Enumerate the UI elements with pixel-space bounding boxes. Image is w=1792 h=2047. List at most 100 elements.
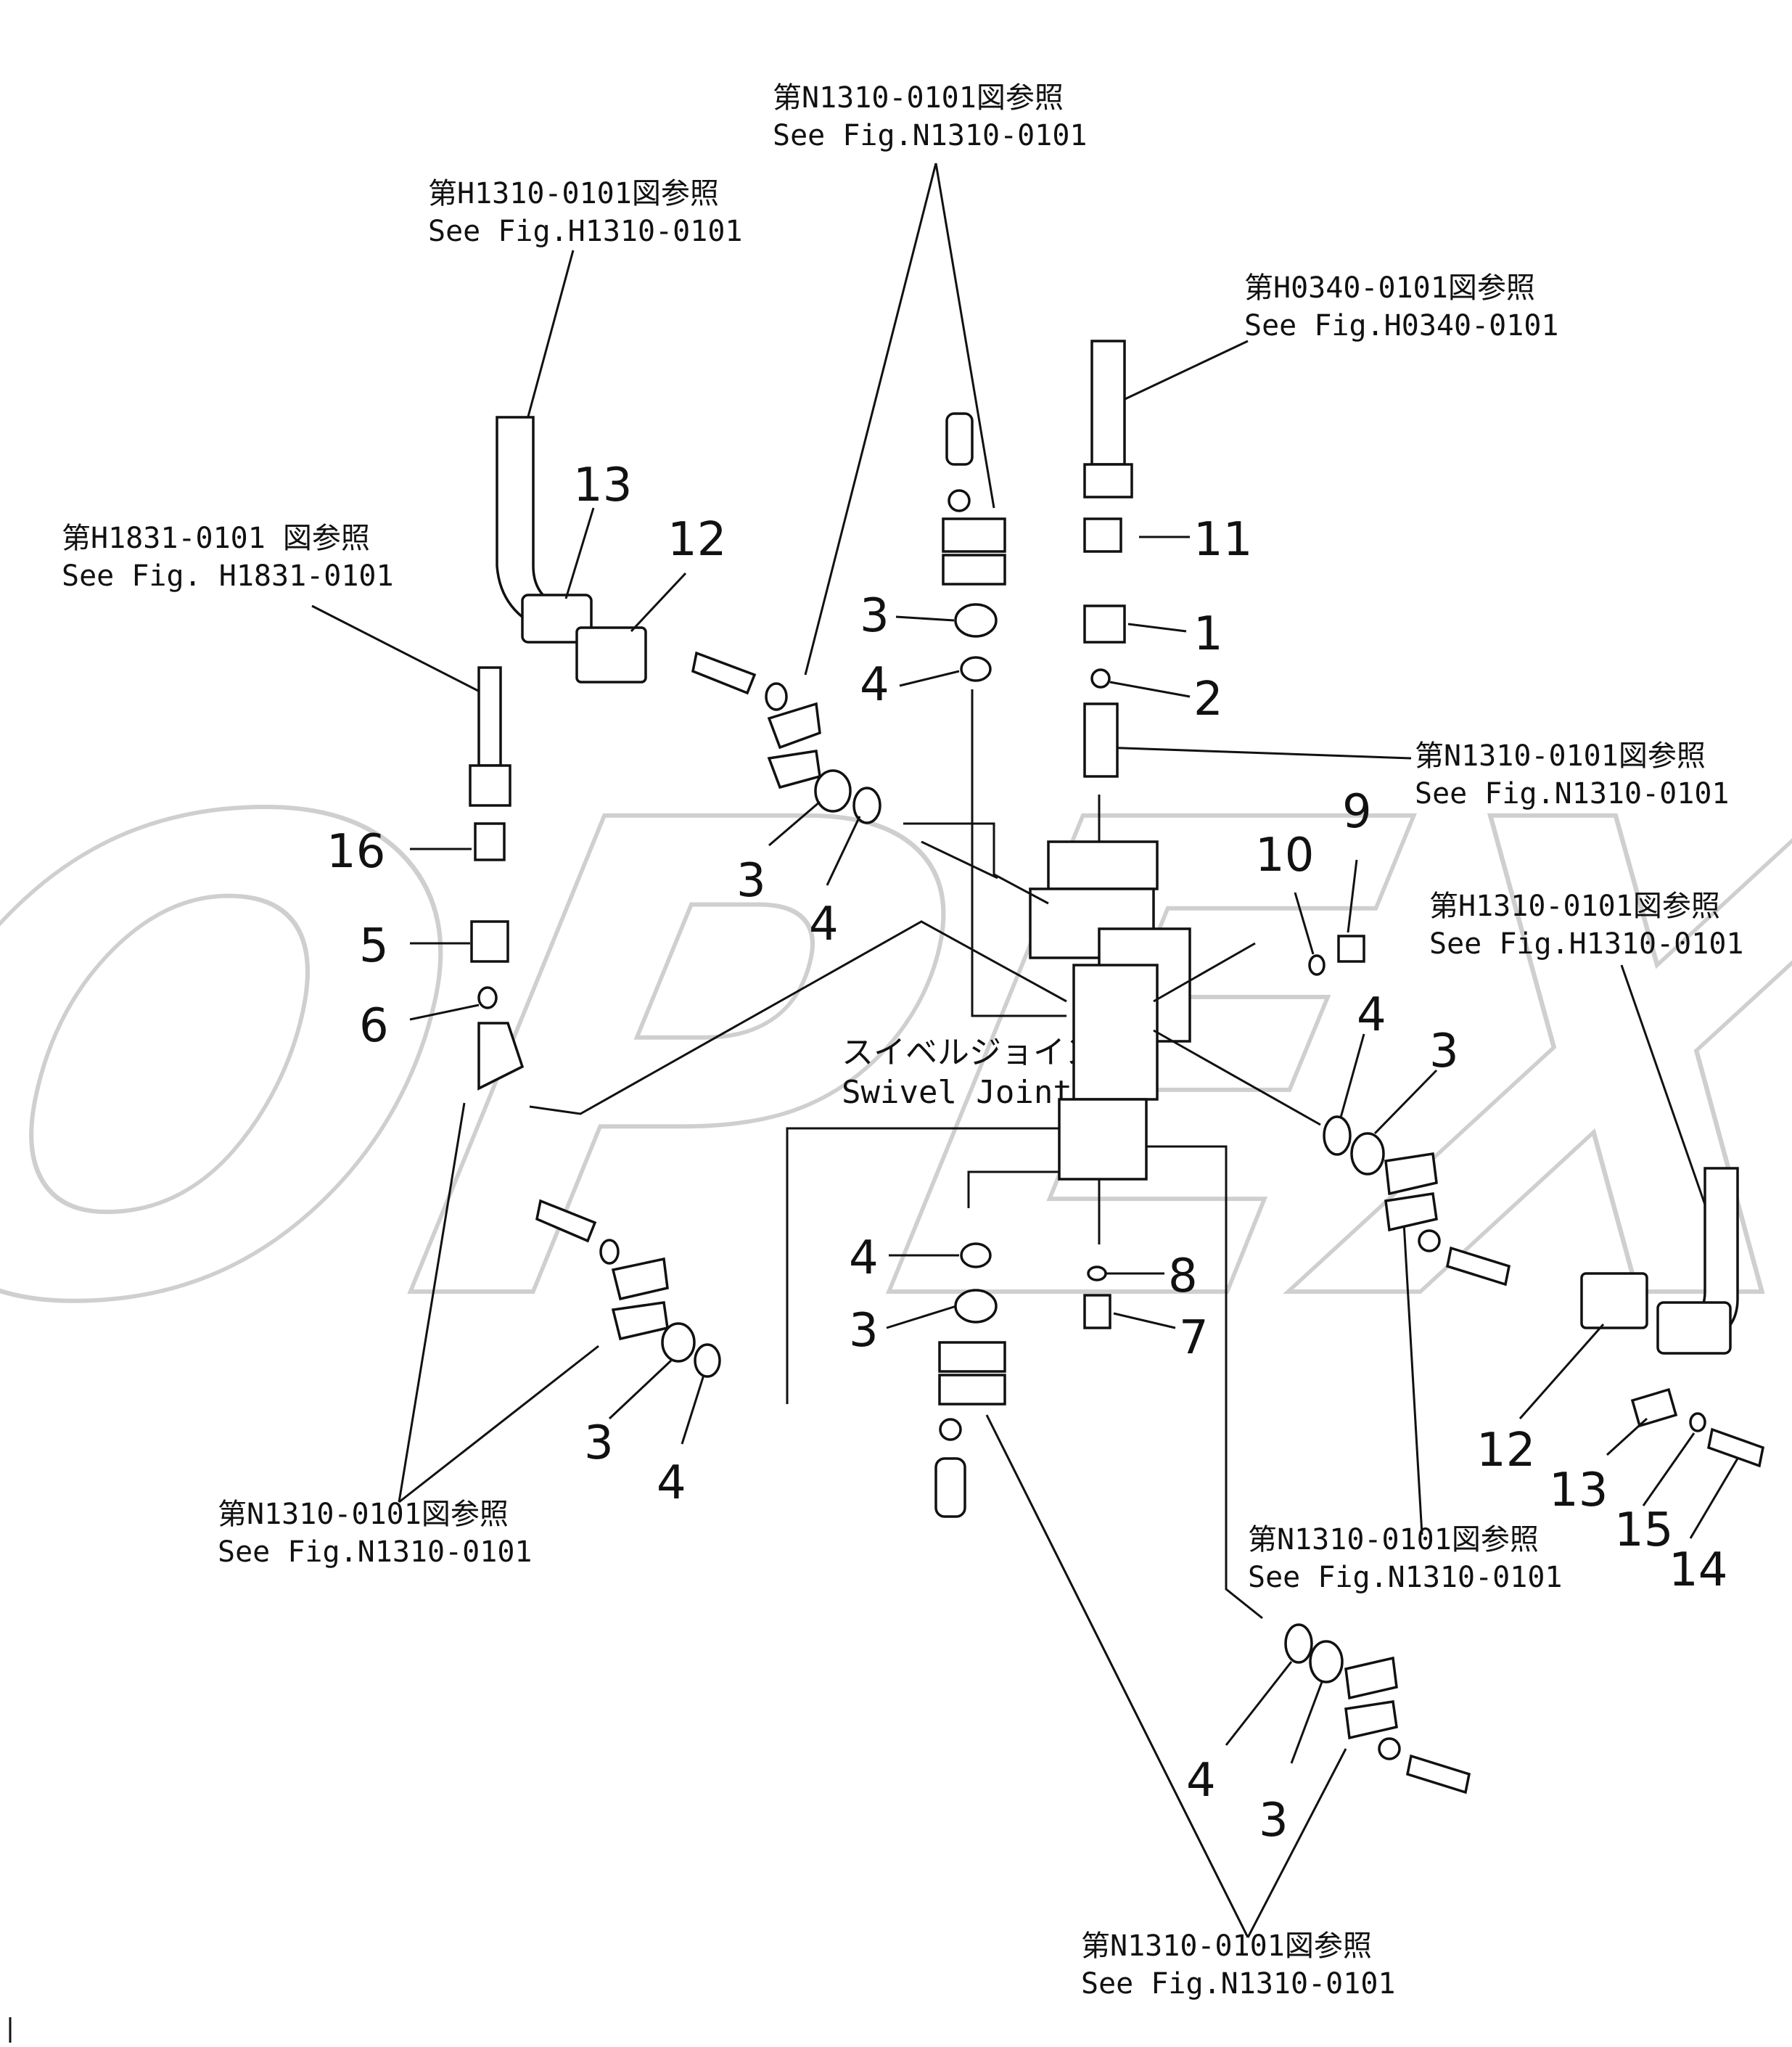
leader-line xyxy=(934,163,995,509)
part-number-5: 5 xyxy=(359,919,389,973)
hose-nut xyxy=(1083,463,1133,499)
leader-line xyxy=(1246,1748,1347,1938)
part-number-15: 15 xyxy=(1614,1504,1673,1557)
flange-block-12 xyxy=(575,626,647,684)
flange-left xyxy=(521,594,593,644)
clamp-top xyxy=(942,517,1006,553)
leader-line xyxy=(311,604,483,694)
part-number-1: 1 xyxy=(1193,607,1223,661)
ref-en: See Fig.N1310-0101 xyxy=(218,1535,532,1569)
connection-line xyxy=(971,689,1066,1017)
ref-en: See Fig. H1831-0101 xyxy=(62,559,394,593)
o-ring-4 xyxy=(852,787,881,824)
leader-line xyxy=(608,1359,673,1420)
part-number-4: 4 xyxy=(860,658,889,712)
plug-9 xyxy=(1337,935,1365,963)
reference-leaders xyxy=(311,163,1706,1938)
o-ring-4 xyxy=(1323,1115,1352,1156)
part-number-leaders xyxy=(409,507,1739,1764)
leader-line xyxy=(886,1305,957,1329)
leader-line xyxy=(1290,1681,1323,1764)
joint-middle xyxy=(1072,964,1159,1101)
clamp-bottom xyxy=(938,1374,1006,1406)
leader-line xyxy=(1225,1661,1293,1746)
ring-8 xyxy=(1087,1265,1107,1281)
clamp-top xyxy=(942,554,1006,586)
leader-line xyxy=(1109,681,1191,698)
part-number-3: 3 xyxy=(860,589,889,643)
o-ring-3 xyxy=(814,769,852,813)
washer xyxy=(939,1418,962,1441)
part-number-3: 3 xyxy=(736,854,766,908)
bolt-14 xyxy=(1706,1427,1765,1468)
washer xyxy=(1378,1737,1401,1760)
o-ring-3 xyxy=(661,1322,696,1363)
joint-top-cap xyxy=(1047,840,1159,890)
ref-n1310-bottom: 第N1310-0101図参照 See Fig.N1310-0101 xyxy=(1081,1929,1395,2001)
o-ring-3 xyxy=(954,603,998,638)
ref-en: See Fig.N1310-0101 xyxy=(773,119,1087,152)
part-number-10: 10 xyxy=(1255,829,1314,882)
bolt-bottom-right xyxy=(1405,1754,1471,1794)
ref-n1310-right-mid: 第N1310-0101図参照 See Fig.N1310-0101 xyxy=(1415,739,1729,811)
ref-jp: 第H0340-0101図参照 xyxy=(1244,271,1535,305)
part-number-3: 3 xyxy=(584,1416,614,1470)
ref-jp: 第N1310-0101図参照 xyxy=(1248,1523,1539,1556)
washer xyxy=(1418,1229,1441,1252)
leader-line xyxy=(1347,859,1358,933)
connection-line xyxy=(921,840,998,879)
connection-line xyxy=(786,1127,1059,1404)
leader-line xyxy=(1113,1312,1176,1329)
connection-line xyxy=(1146,1145,1263,1620)
leader-line xyxy=(525,250,575,425)
nut-1 xyxy=(1083,604,1126,644)
o-ring-3 xyxy=(1350,1132,1385,1176)
leader-line xyxy=(985,1414,1249,1938)
part-number-13: 13 xyxy=(573,459,632,512)
part-number-4: 4 xyxy=(657,1456,686,1510)
leader-line xyxy=(1620,964,1706,1205)
connection-line xyxy=(1153,1029,1321,1126)
leader-line xyxy=(768,800,821,847)
part-number-13: 13 xyxy=(1549,1464,1608,1517)
clamp-right-mid xyxy=(1384,1152,1438,1196)
part-number-6: 6 xyxy=(359,999,389,1053)
fitting-16 xyxy=(474,822,506,861)
part-number-3: 3 xyxy=(849,1304,879,1358)
part-number-14: 14 xyxy=(1669,1543,1727,1597)
leader-line xyxy=(1402,1222,1423,1535)
o-ring-4 xyxy=(1284,1623,1313,1664)
ref-en: See Fig.H1310-0101 xyxy=(1429,927,1743,961)
leader-line xyxy=(681,1374,705,1445)
clamp-13-right xyxy=(1630,1387,1678,1428)
leader-line xyxy=(398,1102,466,1503)
leader-line xyxy=(1294,892,1315,955)
o-ring-4 xyxy=(694,1343,721,1378)
flange-block-12-right xyxy=(1580,1272,1648,1329)
part-number-7: 7 xyxy=(1179,1311,1209,1365)
leader-line xyxy=(1373,1069,1438,1135)
connection-line xyxy=(1153,942,1256,1003)
ref-jp: 第H1310-0101図参照 xyxy=(1429,890,1720,923)
washer xyxy=(599,1239,620,1265)
part-number-8: 8 xyxy=(1168,1250,1198,1303)
ref-en: See Fig.N1310-0101 xyxy=(1248,1561,1562,1594)
leader-line xyxy=(895,615,955,622)
ref-en: See Fig.H0340-0101 xyxy=(1244,309,1558,342)
ref-h0340: 第H0340-0101図参照 See Fig.H0340-0101 xyxy=(1244,271,1558,342)
part-number-11: 11 xyxy=(1193,513,1252,567)
bolt-bottom xyxy=(934,1457,966,1518)
bolt-right-mid xyxy=(1445,1246,1511,1287)
watermark: OPEX xyxy=(0,685,1792,1445)
ring-6 xyxy=(477,986,498,1009)
ring-2 xyxy=(1090,668,1111,689)
ref-top-n1310: 第N1310-0101図参照 See Fig.N1310-0101 xyxy=(773,81,1087,152)
left-straight-hose xyxy=(477,666,502,767)
ref-en: See Fig.H1310-0101 xyxy=(428,215,742,248)
ref-n1310-left-low: 第N1310-0101図参照 See Fig.N1310-0101 xyxy=(218,1498,532,1569)
part-number-2: 2 xyxy=(1193,673,1223,726)
swivel-joint-body xyxy=(1029,795,1191,1234)
bolt-top xyxy=(945,412,974,466)
leader-line xyxy=(804,163,937,676)
